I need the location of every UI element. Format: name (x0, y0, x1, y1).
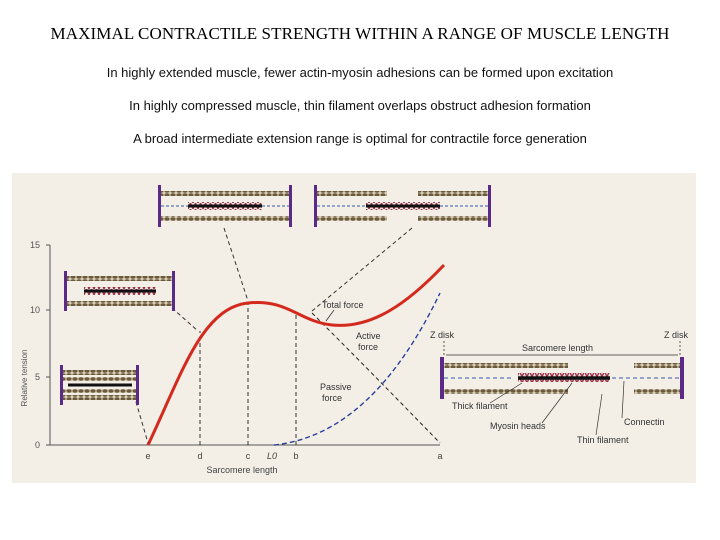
x-tick-a: a (437, 451, 442, 461)
z-disk-left-label: Z disk (430, 330, 455, 340)
subtitle-compressed: In highly compressed muscle, thin filame… (129, 98, 591, 113)
connectin-label: Connectin (624, 417, 665, 427)
x-tick-d: d (197, 451, 202, 461)
sarcomere-detail: Z disk Z disk Sarcomere length Thick fil… (430, 330, 689, 445)
sarcomere-highly-compressed (60, 365, 139, 405)
passive-force-label-1: Passive (320, 382, 352, 392)
thick-filament-label: Thick filament (452, 401, 508, 411)
length-tension-figure: 0 5 10 15 Relative tension e d c L0 b a … (12, 173, 696, 483)
passive-force-curve (273, 292, 441, 446)
y-tick-0: 0 (35, 440, 40, 450)
z-disk-right-label: Z disk (664, 330, 689, 340)
x-tick-c: c (246, 451, 251, 461)
active-force-label-2: force (358, 342, 378, 352)
total-force-label: Total force (322, 300, 364, 310)
x-tick-l0: L0 (267, 451, 277, 461)
x-axis-label: Sarcomere length (206, 465, 277, 475)
sarcomere-extended (314, 185, 491, 227)
active-force-label-1: Active (356, 331, 381, 341)
myosin-heads-label: Myosin heads (490, 421, 546, 431)
sarcomere-length-label: Sarcomere length (522, 343, 593, 353)
axes: 0 5 10 15 Relative tension e d c L0 b a … (20, 240, 443, 475)
passive-force-label-2: force (322, 393, 342, 403)
sarcomere-optimal (158, 185, 292, 227)
subtitle-optimal: A broad intermediate extension range is … (133, 131, 587, 146)
y-tick-5: 5 (35, 372, 40, 382)
subtitle-extended: In highly extended muscle, fewer actin-m… (106, 65, 614, 80)
y-tick-15: 15 (30, 240, 40, 250)
total-force-curve (146, 263, 446, 446)
x-tick-b: b (293, 451, 298, 461)
reference-lines (199, 303, 297, 445)
sarcomere-compressed (64, 271, 175, 311)
x-tick-e: e (145, 451, 150, 461)
y-axis-label: Relative tension (20, 350, 29, 407)
length-tension-diagram: 0 5 10 15 Relative tension e d c L0 b a … (20, 185, 689, 475)
page-title: MAXIMAL CONTRACTILE STRENGTH WITHIN A RA… (50, 24, 670, 43)
y-tick-10: 10 (30, 305, 40, 315)
thin-filament-label: Thin filament (577, 435, 629, 445)
